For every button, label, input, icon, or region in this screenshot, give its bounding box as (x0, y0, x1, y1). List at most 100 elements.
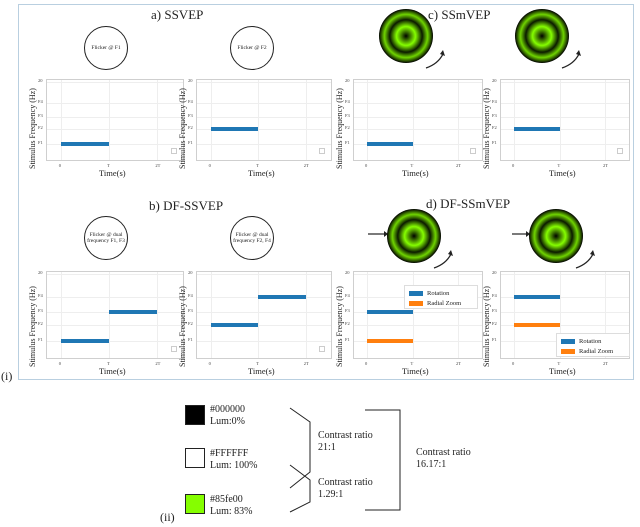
rotation-arrow-icon (575, 253, 594, 269)
x-axis-label: Time(s) (248, 366, 275, 376)
ytick-label: F2 (38, 125, 43, 131)
xtick-label: 0 (58, 163, 62, 168)
swatch-white (185, 448, 205, 468)
legend-item-rotation: Rotation (409, 288, 473, 298)
x-axis-label: Time(s) (99, 168, 126, 178)
rotating-disc-c2 (515, 9, 581, 69)
checker-disc-icon (529, 209, 583, 263)
gridline (354, 324, 482, 326)
ytick-label: F4 (188, 292, 193, 298)
rotation-arrow-icon (561, 53, 580, 69)
gridline (197, 143, 331, 145)
rotation-arrow-icon (425, 53, 444, 69)
gridline (501, 273, 629, 275)
x-axis-label: Time(s) (402, 366, 429, 376)
gridline (367, 272, 368, 358)
gridline (501, 81, 629, 83)
xtick-label: 0 (208, 163, 211, 168)
xtick-label: 2T (155, 361, 161, 366)
rotating-disc-c1 (379, 9, 445, 69)
panel-label-i: (i) (1, 369, 13, 383)
plot-c1 (353, 79, 483, 161)
gridline (354, 81, 482, 83)
legend-placeholder (470, 148, 476, 154)
section-title-a: a) SSVEP (151, 7, 204, 22)
xtick-label: T (256, 361, 259, 366)
gridline (47, 116, 183, 118)
gridline (47, 102, 183, 104)
gridline (458, 80, 459, 160)
figure-panel-i (18, 4, 634, 380)
xtick-label: T (410, 361, 414, 366)
y-axis-label: Stimulus Frequency (Hz) (335, 286, 344, 367)
xtick-label: 2T (456, 163, 461, 168)
ytick-label: 20 (38, 77, 43, 83)
x-axis-label: Time(s) (248, 168, 275, 178)
bar-F2 (210, 322, 259, 327)
bar-F4 (258, 294, 306, 299)
xtick-label: T (410, 163, 414, 168)
panel-label-ii: (ii) (160, 510, 175, 524)
ytick-label: F3 (188, 307, 193, 313)
gridline (197, 311, 331, 313)
bar-F3 (109, 309, 158, 314)
gridline (559, 272, 561, 358)
y-axis-label: Stimulus Frequency (Hz) (482, 88, 491, 169)
y-axis-label: Stimulus Frequency (Hz) (178, 88, 187, 169)
xtick-label: 0 (512, 361, 515, 366)
ytick-label: F1 (188, 336, 193, 342)
legend-placeholder (171, 148, 177, 154)
ytick-label: F2 (492, 320, 497, 326)
ytick-label: 20 (38, 269, 43, 275)
legend-placeholder (171, 346, 177, 352)
plot-a2 (196, 79, 332, 161)
rotating-disc-d2 (512, 209, 595, 269)
gridline (197, 116, 331, 118)
checker-disc-icon (515, 9, 569, 63)
legend-d2: Rotation Radial Zoom (556, 333, 630, 357)
ytick-label: F1 (345, 139, 350, 145)
ytick-label: F4 (38, 98, 43, 104)
gridline (197, 324, 331, 326)
y-axis-label: Stimulus Frequency (Hz) (482, 286, 491, 367)
bar-F1 (367, 141, 413, 146)
gridline (197, 273, 331, 275)
xtick-label: 2T (603, 163, 608, 168)
ytick-label: F3 (345, 307, 350, 313)
y-axis-label: Stimulus Frequency (Hz) (335, 88, 344, 169)
bracket-black-white (289, 407, 311, 489)
xtick-label: 2T (155, 163, 161, 168)
swatch-black (185, 405, 205, 425)
ytick-label: 20 (188, 269, 193, 275)
swatch-green (185, 494, 205, 514)
y-axis-label: Stimulus Frequency (Hz) (28, 88, 37, 169)
gridline (197, 129, 331, 131)
y-axis-label: Stimulus Frequency (Hz) (178, 286, 187, 367)
flicker-stimulus-a1: Flicker @ F1 (84, 26, 128, 70)
gridline (157, 272, 159, 358)
gridline (60, 272, 62, 358)
ytick-label: 20 (345, 269, 350, 275)
legend-item-radial-zoom: Radial Zoom (409, 298, 473, 308)
gridline (501, 102, 629, 104)
ytick-label: 20 (188, 77, 193, 83)
gridline (47, 81, 183, 83)
section-title-b: b) DF-SSVEP (149, 198, 224, 213)
xtick-label: 0 (512, 163, 515, 168)
gridline (354, 102, 482, 104)
gridline (47, 340, 183, 342)
gridline (47, 143, 183, 145)
ytick-label: 20 (492, 269, 497, 275)
gridline (47, 324, 183, 326)
xtick-label: T (256, 163, 259, 168)
ytick-label: F3 (38, 112, 43, 118)
gridline (305, 272, 307, 358)
x-axis-label: Time(s) (549, 366, 576, 376)
rotating-disc-d1 (368, 209, 453, 269)
flicker-stimulus-a2: Flicker @ F2 (230, 26, 274, 70)
plot-b2 (196, 271, 332, 359)
gridline (258, 80, 260, 160)
gridline (47, 296, 183, 298)
